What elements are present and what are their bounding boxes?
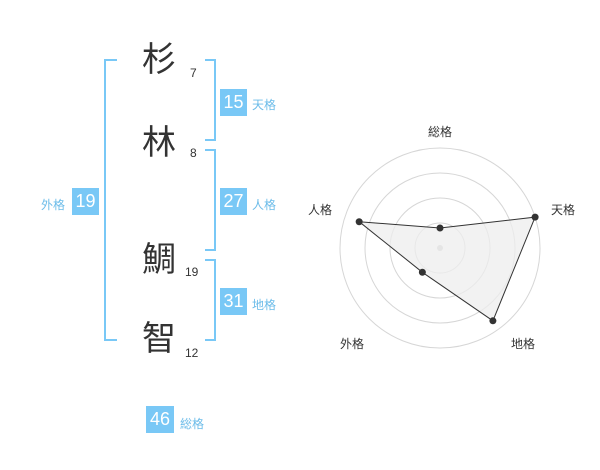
gaikaku-value: 19 <box>72 188 99 215</box>
chikaku-value: 31 <box>220 288 247 315</box>
radar-label-chikaku: 地格 <box>511 337 536 351</box>
stroke-count-2: 8 <box>190 146 197 160</box>
radar-label-gaikaku: 外格 <box>340 337 365 351</box>
stroke-count-4: 12 <box>185 346 199 360</box>
radar-point-5 <box>355 218 363 226</box>
gaikaku-bracket <box>104 59 117 341</box>
soukaku-label: 総格 <box>180 417 205 431</box>
radar-label-jinkaku: 人格 <box>308 203 333 217</box>
radar-label-soukaku: 総格 <box>428 125 453 139</box>
tenkaku-bracket <box>205 59 216 141</box>
name-char-4: 智 <box>142 319 176 359</box>
radar-point-2 <box>531 213 539 221</box>
radar-point-3 <box>489 317 497 325</box>
name-char-2: 林 <box>142 123 176 163</box>
chikaku-bracket <box>205 259 216 341</box>
tenkaku-label: 天格 <box>252 98 277 112</box>
soukaku-value: 46 <box>146 406 174 433</box>
stroke-count-3: 19 <box>185 265 199 279</box>
tenkaku-value: 15 <box>220 89 247 116</box>
name-char-1: 杉 <box>142 40 176 80</box>
radar-series-area <box>357 216 536 322</box>
jinkaku-value: 27 <box>220 188 247 215</box>
chikaku-label: 地格 <box>252 298 277 312</box>
gaikaku-label: 外格 <box>41 198 66 212</box>
name-char-3: 鯛 <box>142 240 176 280</box>
radar-ring <box>339 147 541 349</box>
stroke-count-1: 7 <box>190 66 197 80</box>
jinkaku-bracket <box>205 149 216 251</box>
radar-label-tenkaku: 天格 <box>551 203 576 217</box>
radar-point-4 <box>418 268 426 276</box>
radar-point-1 <box>436 224 444 232</box>
jinkaku-label: 人格 <box>252 198 277 212</box>
